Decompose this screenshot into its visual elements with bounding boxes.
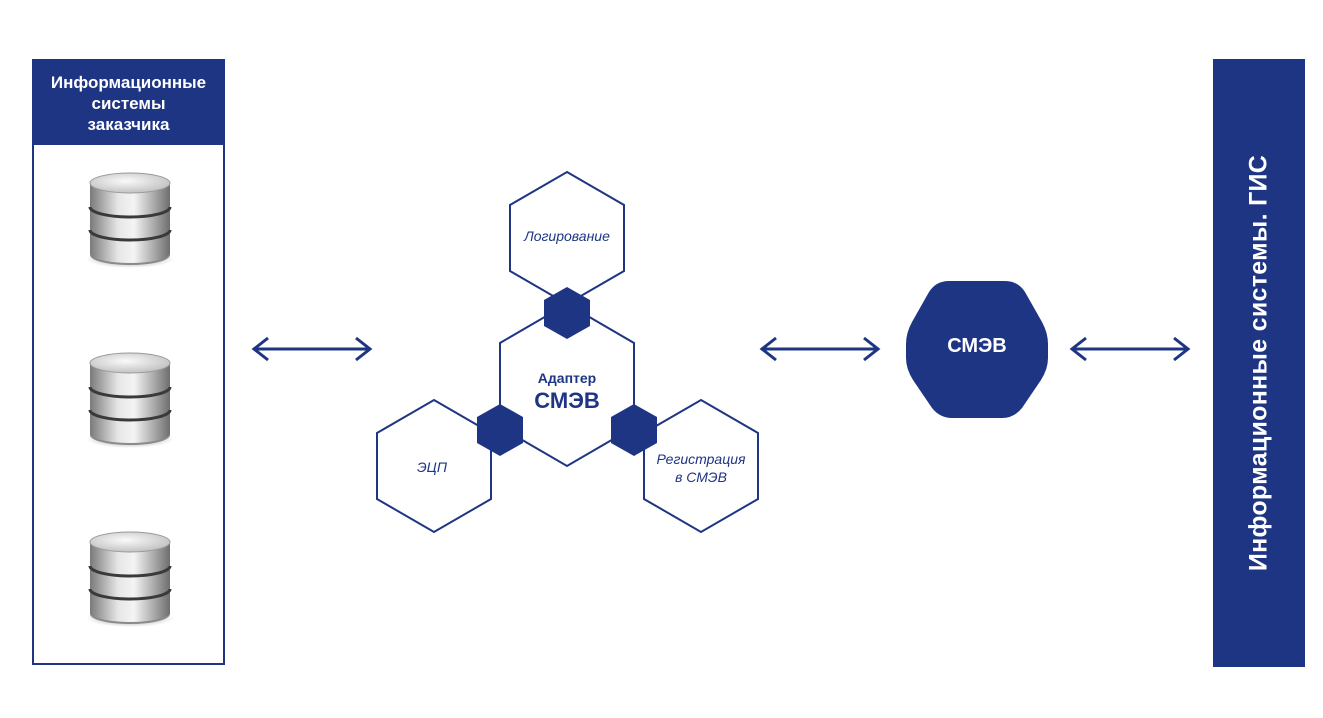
- registration-label-line1: Регистрация: [656, 451, 746, 467]
- gis-systems-title: Информационные системы. ГИС: [1244, 154, 1273, 572]
- gis-systems-panel: Информационные системы. ГИС: [1213, 59, 1305, 667]
- adapter-title-line1: Адаптер: [538, 370, 596, 386]
- smev-hexagon: [906, 281, 1048, 418]
- customer-systems-panel: Информационные системы заказчика: [32, 59, 225, 665]
- customer-systems-title-line: системы: [91, 93, 166, 113]
- adapter-hexagon: [499, 302, 635, 468]
- customer-systems-title-line: Информационные: [50, 72, 207, 92]
- customer-systems-title-line: заказчика: [87, 114, 170, 134]
- connector-hexagon: [477, 404, 523, 456]
- customer-systems-header: Информационные системы заказчика: [34, 61, 223, 145]
- bidirectional-arrow-icon: [1070, 336, 1190, 362]
- adapter-title-line2: СМЭВ: [534, 388, 599, 413]
- logging-label: Логирование: [523, 228, 610, 244]
- bidirectional-arrow-icon: [252, 336, 372, 362]
- registration-label-line2: в СМЭВ: [675, 469, 727, 485]
- smev-label: СМЭВ: [947, 335, 1007, 357]
- connector-hexagon: [544, 287, 590, 339]
- signature-label: ЭЦП: [417, 459, 448, 475]
- connector-hexagon: [611, 404, 657, 456]
- bidirectional-arrow-icon: [760, 336, 880, 362]
